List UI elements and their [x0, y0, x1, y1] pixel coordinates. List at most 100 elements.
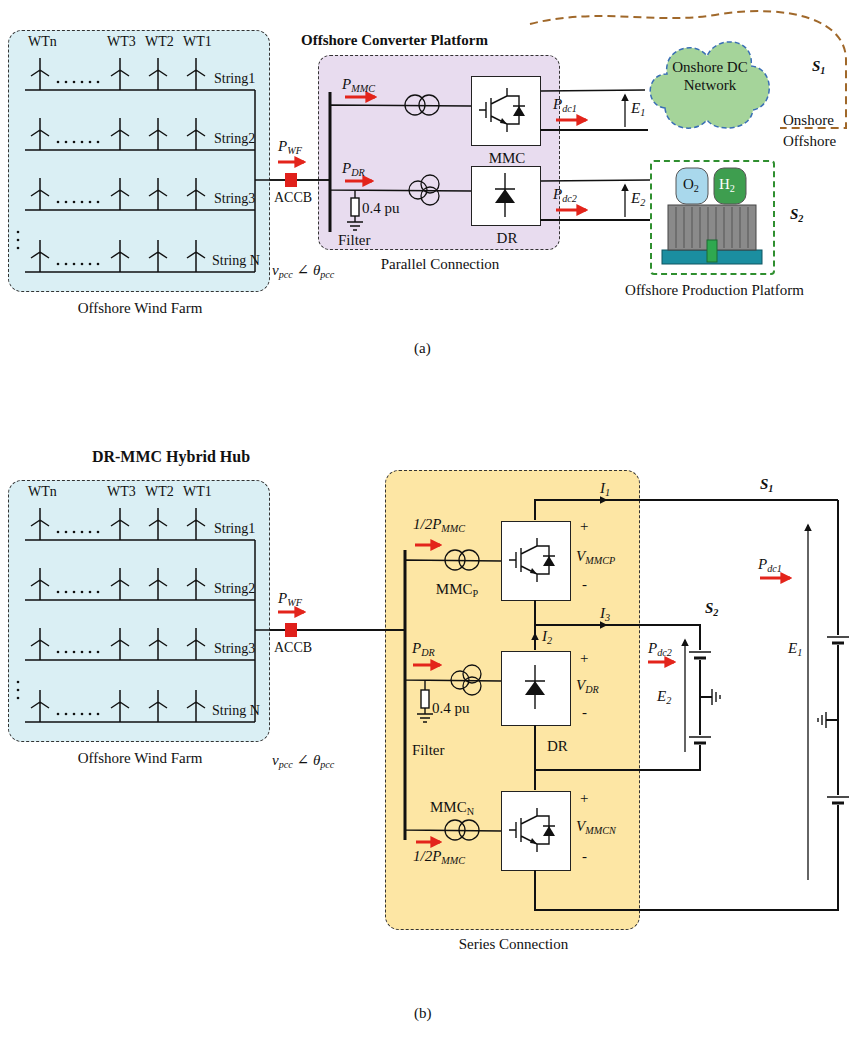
- diagram-label: S2: [790, 206, 803, 223]
- electrolyser-illustration: [700, 207, 701, 248]
- connector-line: [541, 90, 645, 91]
- node-label: DR: [547, 737, 577, 755]
- wind-turbines: [187, 58, 205, 90]
- ac-filter: [424, 680, 425, 714]
- converter-box: MMC: [471, 76, 541, 146]
- diagram-label: H2: [719, 176, 735, 193]
- voltage-current-arrow: [588, 624, 606, 625]
- power-flow-arrow: [416, 841, 440, 844]
- illustration: [495, 173, 515, 217]
- wind-turbines: [81, 591, 84, 594]
- wind-farm-panel: Offshore Wind Farm: [8, 30, 270, 292]
- diagram-label: WT3: [107, 484, 136, 499]
- electrolyser-illustration: [707, 240, 717, 262]
- illustration: [445, 820, 479, 840]
- power-flow-arrow: [278, 611, 304, 614]
- diagram-label: I1: [600, 480, 610, 497]
- diagram-label: +: [580, 650, 588, 667]
- illustration: [525, 665, 545, 709]
- ac-filter: [354, 190, 355, 222]
- wind-turbines: [149, 690, 167, 722]
- dc-cable: [540, 219, 650, 221]
- wind-turbines: [149, 240, 167, 272]
- diagram-label: 1/2PMMC: [413, 516, 465, 533]
- electrolyser-illustration: [724, 207, 725, 248]
- node-label: Series Connection: [386, 935, 641, 953]
- wind-turbines: [65, 531, 68, 534]
- power-flow-arrow: [556, 119, 586, 122]
- diagram-label: (a): [414, 340, 431, 357]
- wind-turbines: [187, 118, 205, 150]
- ac-filter: [421, 690, 429, 708]
- wind-turbines: [17, 239, 20, 242]
- wind-turbines: [81, 531, 84, 534]
- wind-turbines: [73, 713, 76, 716]
- diagram-label: Pdc1: [758, 556, 782, 573]
- wind-turbines: [17, 231, 20, 234]
- diagram-label: S2: [705, 600, 718, 617]
- wind-turbines: [81, 713, 84, 716]
- dc-cable: [535, 130, 838, 910]
- wind-turbines: [31, 58, 49, 90]
- converter-box: DR: [501, 651, 571, 726]
- voltage-current-arrow: [807, 525, 808, 880]
- wind-turbines: [31, 628, 49, 660]
- wind-farm-panel: Offshore Wind Farm: [8, 480, 270, 742]
- wind-turbines: [89, 713, 92, 716]
- wind-turbines: [149, 178, 167, 210]
- diagram-label: WTn: [28, 34, 57, 49]
- wind-turbines: [31, 508, 49, 540]
- diagram-label: WT3: [107, 34, 136, 49]
- illustration: [479, 88, 525, 132]
- wind-turbines: [81, 81, 84, 84]
- node-label: DR: [462, 229, 552, 247]
- node-label: Parallel Connection: [319, 255, 561, 273]
- voltage-current-arrow: [534, 634, 535, 646]
- diagram-label: ACCB: [274, 640, 312, 655]
- wind-turbines: [81, 141, 84, 144]
- power-flow-arrow: [278, 97, 790, 842]
- wind-turbines: [57, 81, 60, 84]
- electrolyser-illustration: [740, 207, 741, 248]
- converter-box: MMCP: [501, 521, 571, 601]
- wind-turbines: [187, 178, 205, 210]
- diagram-label: String N: [212, 703, 260, 718]
- illustration: [509, 538, 555, 582]
- wind-turbines: [17, 247, 20, 250]
- wind-turbines: [81, 263, 84, 266]
- diagram-label: PDR: [342, 160, 365, 177]
- diagram-label: Offshore: [783, 133, 836, 150]
- power-flow-arrow: [760, 577, 790, 580]
- diagram-label: VDR: [576, 677, 599, 694]
- diagram-label: (b): [414, 1005, 432, 1022]
- diagram-label: String1: [214, 71, 255, 86]
- voltage-current-arrow: [624, 185, 625, 217]
- wind-turbines: [73, 591, 76, 594]
- wind-turbines: [111, 508, 129, 540]
- diagram-label: E1: [631, 100, 645, 117]
- wind-turbines: [97, 713, 100, 716]
- diagram-label: Pdc1: [553, 96, 577, 113]
- diagram-label: PWF: [278, 590, 302, 607]
- diagram-label: vpcc ∠ θpcc: [272, 752, 334, 769]
- wind-turbines: [187, 690, 205, 722]
- diagram-label: Filter: [338, 232, 371, 249]
- diagram-label: String3: [214, 641, 255, 656]
- ac-bus: [404, 550, 407, 840]
- wind-turbines: [31, 178, 49, 210]
- voltage-current-arrow: [684, 640, 685, 752]
- wind-turbines: [149, 508, 167, 540]
- accb-breaker: [285, 173, 297, 637]
- onshore-cloud: Onshore DC Network: [645, 30, 775, 135]
- diagram-label: -: [582, 848, 587, 865]
- node-label: Offshore Production Platform: [602, 281, 827, 299]
- wind-turbines: [57, 651, 60, 654]
- illustration: [417, 714, 433, 722]
- diagram-label: WT1: [183, 484, 212, 499]
- diagram-label: String N: [212, 253, 260, 268]
- electrolyser-illustration: [676, 207, 748, 248]
- power-flow-arrow: [345, 96, 375, 99]
- onshore-boundary: [530, 11, 846, 128]
